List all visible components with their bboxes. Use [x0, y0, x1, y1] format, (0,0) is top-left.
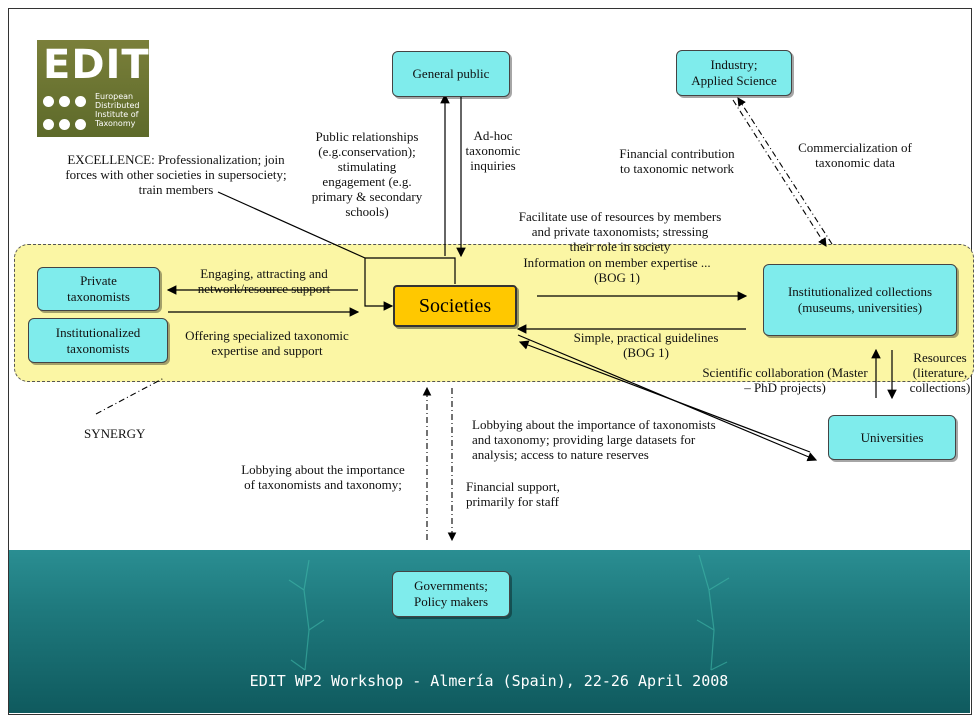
logo-line: European	[95, 92, 134, 101]
logo-line: Taxonomy	[95, 119, 136, 128]
plant-decoration	[288, 554, 730, 671]
offering-label: Offering specialized taxonomic expertise…	[185, 328, 349, 358]
scientific-collaboration-label: Scientific collaboration (Master – PhD p…	[702, 365, 868, 395]
edit-logo: EDIT European Distributed Institute of T…	[37, 40, 149, 137]
logo-text: EDIT	[43, 42, 150, 88]
societies-label: Societies	[418, 294, 492, 317]
adhoc-inquiries-label: Ad-hoc taxonomic inquiries	[465, 128, 521, 173]
logo-dot	[43, 96, 54, 107]
simple-guidelines-label: Simple, practical guidelines (BOG 1)	[573, 330, 719, 360]
general-public-box: General public	[392, 51, 510, 97]
financial-support-label: Financial support, primarily for staff	[466, 479, 560, 509]
governments-label: Governments; Policy makers	[413, 578, 488, 609]
commercialization-label: Commercialization of taxonomic data	[798, 140, 912, 170]
footer-caption: EDIT WP2 Workshop - Almería (Spain), 22-…	[249, 672, 729, 690]
private-taxonomists-label: Private taxonomists	[67, 273, 130, 304]
financial-contribution-label: Financial contribution to taxonomic netw…	[619, 146, 735, 176]
lobbying-right-label: Lobbying about the importance of taxonom…	[472, 417, 716, 462]
universities-box: Universities	[828, 415, 956, 460]
industry-label: Industry; Applied Science	[691, 57, 777, 88]
institutionalized-collections-box: Institutionalized collections (museums, …	[763, 264, 957, 336]
logo-dot	[75, 119, 86, 130]
institutionalized-taxonomists-box: Institutionalized taxonomists	[28, 318, 168, 363]
general-public-label: General public	[412, 66, 490, 81]
logo-line: Distributed	[95, 101, 140, 110]
logo-dot	[43, 119, 54, 130]
resources-label: Resources (literature, collections)	[909, 350, 971, 395]
logo-dot	[59, 96, 70, 107]
societies-box: Societies	[393, 285, 517, 327]
synergy-label: SYNERGY	[84, 426, 146, 441]
logo-dot	[59, 119, 70, 130]
info-member-label: Information on member expertise ... (BOG…	[523, 255, 711, 285]
excellence-label: EXCELLENCE: Professionalization; join fo…	[65, 152, 287, 197]
governments-box: Governments; Policy makers	[392, 571, 510, 617]
lobbying-left-label: Lobbying about the importance of taxonom…	[241, 462, 405, 492]
logo-dot	[75, 96, 86, 107]
logo-subtitle: European Distributed Institute of Taxono…	[95, 92, 139, 128]
private-taxonomists-box: Private taxonomists	[37, 267, 160, 311]
public-relationships-label: Public relationships (e.g.conservation);…	[311, 129, 423, 219]
universities-label: Universities	[860, 429, 924, 445]
facilitate-label: Facilitate use of resources by members a…	[518, 209, 722, 254]
institutionalized-collections-label: Institutionalized collections (museums, …	[787, 284, 933, 315]
logo-line: Institute of	[95, 110, 139, 119]
institutionalized-taxonomists-label: Institutionalized taxonomists	[55, 324, 141, 356]
engaging-label: Engaging, attracting and network/resourc…	[197, 266, 331, 296]
industry-box: Industry; Applied Science	[676, 50, 792, 96]
